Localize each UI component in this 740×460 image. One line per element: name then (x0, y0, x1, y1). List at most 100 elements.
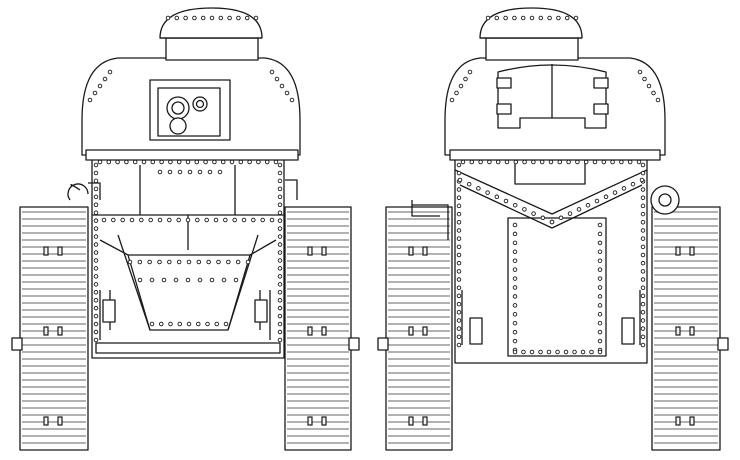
track-link-pin (307, 416, 313, 426)
rivet (456, 252, 462, 258)
rivet (456, 342, 462, 348)
track-link-pin (675, 326, 681, 336)
rivet (137, 259, 143, 265)
rivet (269, 217, 275, 223)
rivet (204, 217, 209, 223)
rivet (456, 244, 462, 250)
front-view (11, 7, 360, 451)
rivet (513, 159, 519, 165)
rivet (93, 162, 99, 168)
rivet (158, 321, 164, 327)
rivet (597, 249, 603, 255)
rivet (597, 349, 603, 355)
rivet (207, 169, 213, 175)
rivet (93, 274, 99, 279)
rivet (637, 69, 643, 75)
rivet (456, 334, 462, 340)
rivet (522, 159, 527, 165)
rivet (636, 159, 642, 165)
rivet (640, 301, 646, 307)
rivet (597, 329, 603, 335)
rivet (229, 159, 235, 165)
rivet (651, 90, 656, 96)
rivet (277, 266, 283, 271)
rivet (205, 321, 210, 327)
rivet (655, 97, 661, 103)
track-link-pin (422, 416, 428, 426)
rivet (277, 178, 283, 184)
rivet (141, 159, 147, 165)
rivet (93, 186, 99, 192)
rivet (640, 236, 646, 241)
rivet (627, 159, 633, 165)
track-link-pin (307, 326, 313, 336)
rivet (93, 329, 99, 335)
track-link-pin (675, 416, 681, 426)
rivet (640, 277, 646, 282)
rivet (640, 162, 646, 168)
rivet (512, 349, 518, 355)
rivet (213, 217, 219, 223)
rivet (512, 249, 518, 255)
rivet (93, 242, 99, 247)
rivet (232, 217, 237, 223)
rivet (573, 15, 579, 21)
track-link-pin (321, 246, 327, 256)
rivet (597, 222, 603, 228)
rivet (487, 159, 492, 165)
rivet (157, 259, 162, 265)
rear-door (507, 217, 607, 357)
rivet (177, 169, 183, 175)
track-link-pin (57, 326, 63, 336)
rivet (102, 76, 108, 82)
rivet (186, 259, 192, 265)
rivet (456, 195, 462, 200)
rivet (558, 215, 564, 221)
rivet (539, 159, 545, 165)
rivet (580, 349, 586, 355)
track-link-pin (689, 416, 695, 426)
rivet (194, 159, 200, 165)
rivet (512, 312, 518, 317)
rivet (540, 215, 546, 221)
rivet (456, 220, 462, 225)
rivet (159, 159, 164, 165)
rivet (148, 217, 153, 223)
track-link-pin (675, 246, 681, 256)
rivet (469, 159, 475, 165)
rivet (176, 159, 182, 165)
rivet (512, 231, 518, 237)
rivet (522, 207, 527, 212)
rivet (456, 277, 462, 282)
rivet (478, 159, 483, 165)
rivet (512, 338, 518, 344)
rivet (93, 321, 99, 327)
rivet (503, 15, 508, 21)
rivet (167, 217, 172, 223)
rivet (640, 260, 646, 266)
rivet (212, 159, 217, 165)
rivet (494, 194, 500, 200)
rivet (269, 69, 275, 75)
rivet (512, 285, 518, 290)
rivet (177, 321, 182, 327)
rivet (640, 318, 646, 323)
rivet (176, 259, 182, 265)
rivet (277, 329, 283, 335)
rivet (233, 277, 239, 283)
rivet (93, 170, 99, 176)
rivet (639, 177, 645, 183)
rivet (273, 159, 279, 165)
rivet (185, 277, 191, 283)
rivet (93, 250, 99, 255)
rivet (176, 217, 181, 223)
rivet (150, 159, 156, 165)
rivet (521, 349, 526, 355)
rivet (277, 194, 283, 200)
rivet (187, 169, 193, 175)
rivet (277, 218, 283, 223)
rivet (277, 290, 283, 295)
rivet (576, 207, 582, 212)
